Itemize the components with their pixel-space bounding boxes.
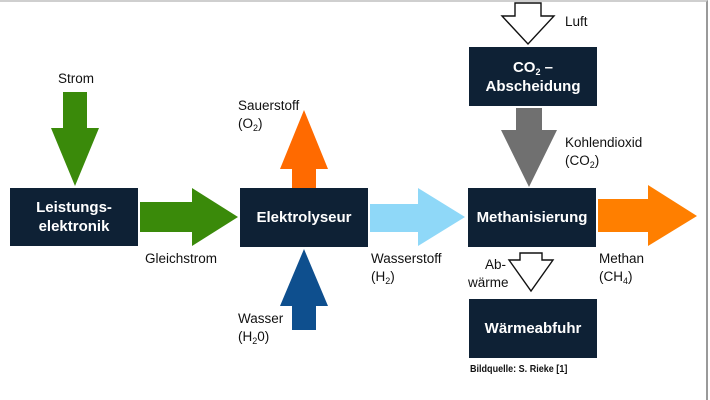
leistungselektronik-line2: elektronik bbox=[38, 218, 110, 235]
co2-abscheidung-line2: Abscheidung bbox=[485, 77, 581, 95]
sauerstoff-name: Sauerstoff bbox=[238, 98, 300, 113]
wasserstoff-arrow bbox=[370, 188, 465, 246]
strom-arrow bbox=[51, 92, 99, 186]
wasserstoff-name: Wasserstoff bbox=[371, 251, 442, 266]
methan-formula: (CH4) bbox=[599, 269, 633, 286]
wasserstoff-formula: (H2) bbox=[371, 269, 395, 286]
gleichstrom-arrow bbox=[140, 188, 238, 246]
methanisierung-label: Methanisierung bbox=[476, 209, 588, 226]
kohlendioxid-formula: (CO2) bbox=[565, 153, 600, 170]
methan-arrow bbox=[598, 185, 697, 246]
methan-label: Methan (CH4) bbox=[599, 250, 644, 286]
abwaerme-line2: wärme bbox=[468, 275, 509, 290]
luft-label: Luft bbox=[565, 14, 588, 29]
co2-formula-sub: 2 bbox=[535, 66, 541, 77]
waermeabfuhr-box: Wärmeabfuhr bbox=[469, 299, 597, 358]
kohlendioxid-arrow bbox=[501, 108, 557, 187]
wasser-arrow bbox=[280, 249, 328, 330]
kohlendioxid-label: Kohlendioxid (CO2) bbox=[565, 134, 642, 170]
strom-label: Strom bbox=[58, 71, 95, 86]
wasserstoff-label: Wasserstoff (H2) bbox=[371, 250, 442, 286]
abwaerme-line1: Ab- bbox=[484, 257, 506, 272]
methan-name: Methan bbox=[599, 251, 645, 266]
wasser-name: Wasser bbox=[238, 311, 284, 326]
sauerstoff-arrow bbox=[280, 110, 328, 188]
elektrolyseur-box: Elektrolyseur bbox=[240, 188, 368, 247]
elektrolyseur-label: Elektrolyseur bbox=[256, 209, 352, 226]
kohlendioxid-name: Kohlendioxid bbox=[565, 135, 643, 150]
gleichstrom-label: Gleichstrom bbox=[145, 251, 218, 266]
co2-formula-main: CO bbox=[512, 58, 536, 76]
luft-arrow bbox=[500, 2, 556, 46]
image-credit: Bildquelle: S. Rieke [1] bbox=[470, 363, 568, 375]
leistungselektronik-line1: Leistungs- bbox=[36, 199, 112, 216]
co2-formula-tail: – bbox=[540, 58, 553, 76]
waermeabfuhr-label: Wärmeabfuhr bbox=[484, 320, 582, 337]
abwaerme-arrow bbox=[507, 252, 555, 293]
methanisierung-box: Methanisierung bbox=[468, 188, 596, 247]
abwaerme-label: Ab- wärme bbox=[468, 256, 509, 292]
wasser-formula: (H20) bbox=[238, 329, 270, 346]
sauerstoff-formula: (O2) bbox=[238, 116, 263, 133]
co2-abscheidung-box: CO2 – Abscheidung bbox=[469, 47, 597, 106]
sauerstoff-label: Sauerstoff (O2) bbox=[238, 97, 299, 133]
wasser-label: Wasser (H20) bbox=[238, 310, 283, 346]
co2-abscheidung-line1: CO2 – bbox=[485, 58, 580, 77]
leistungselektronik-box: Leistungs- elektronik bbox=[10, 188, 138, 246]
